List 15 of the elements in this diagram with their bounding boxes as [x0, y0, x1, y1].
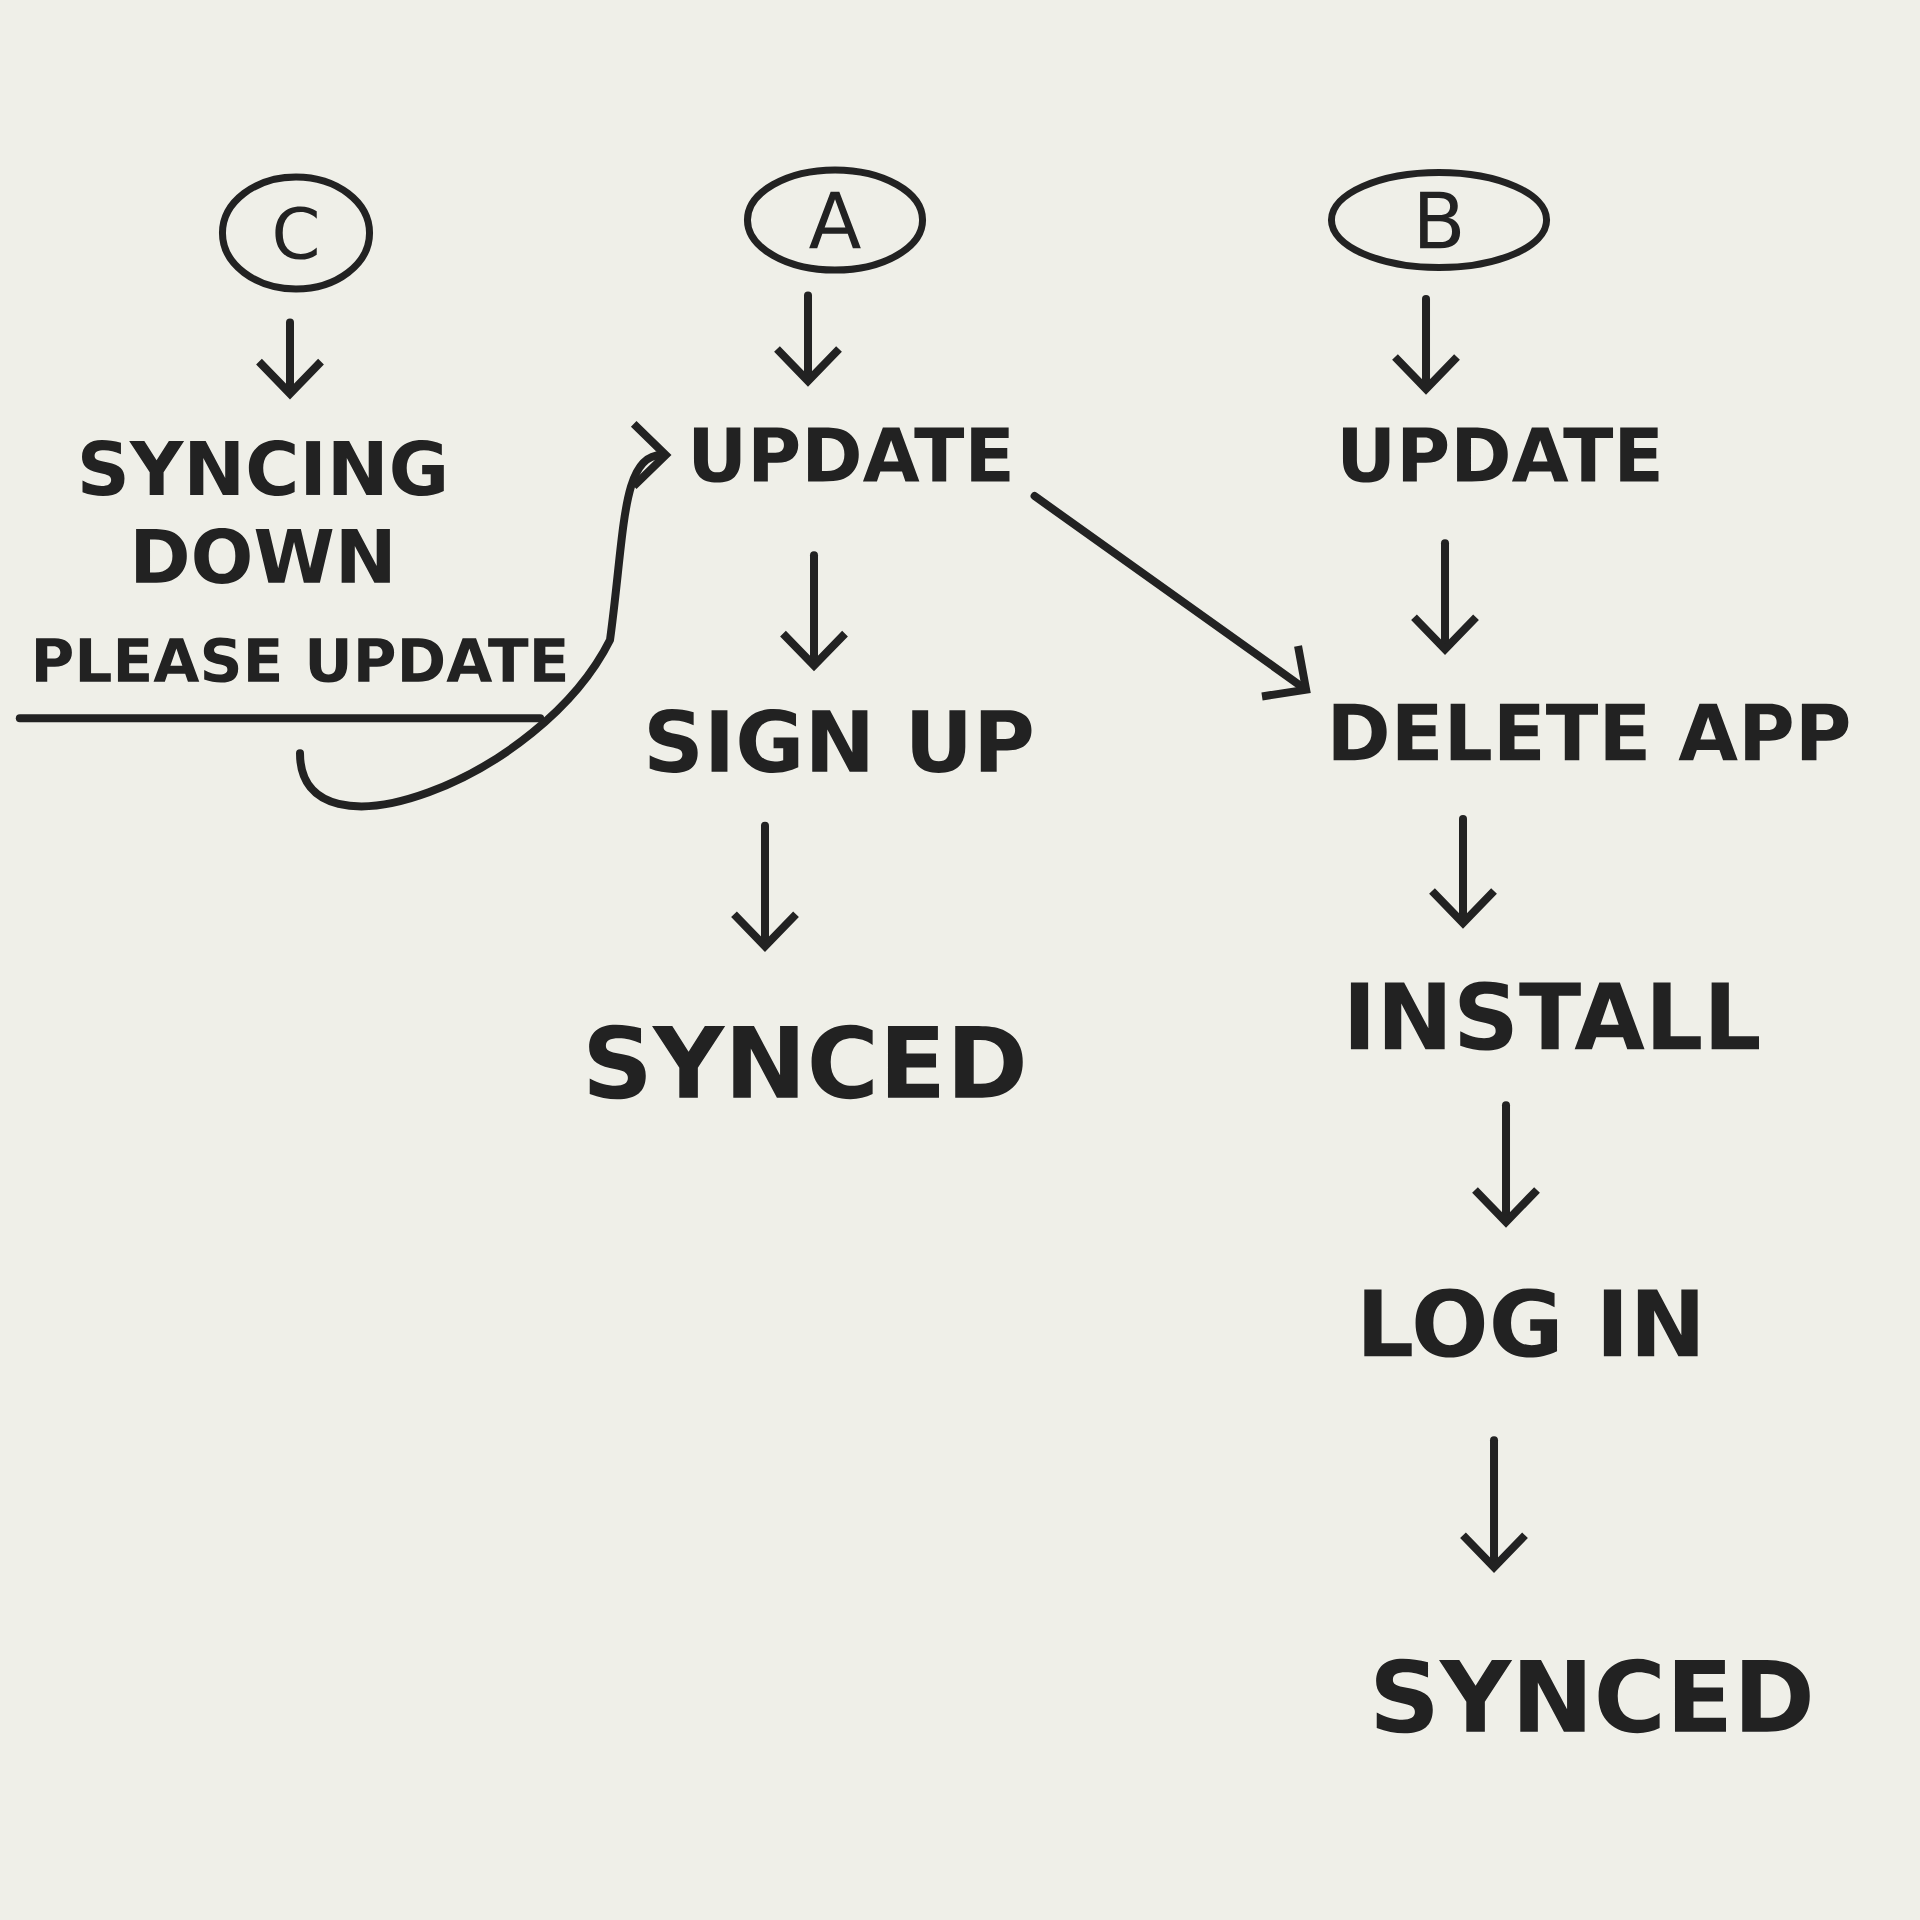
underlined-link: PLEASE UPDATE [15, 637, 566, 723]
step-label: INSTALL [1350, 981, 1759, 1051]
step-label: SIGN UP [649, 709, 1032, 773]
step-label: LOG IN [1364, 1288, 1698, 1358]
curved-arrow [296, 421, 672, 811]
circled-letter: B [1327, 169, 1551, 272]
step-label: SYNCED [589, 1024, 1023, 1100]
step-label: SYNCED [1376, 1658, 1810, 1734]
step-label: DELETE APP [1333, 703, 1849, 761]
circled-letter: C [218, 173, 374, 293]
step-label: UPDATE [1343, 427, 1659, 483]
step-label: UPDATE [693, 427, 1010, 483]
arrow [1030, 492, 1311, 701]
message-text: SYNCING DOWN [82, 440, 444, 584]
circled-letter: A [743, 166, 927, 274]
